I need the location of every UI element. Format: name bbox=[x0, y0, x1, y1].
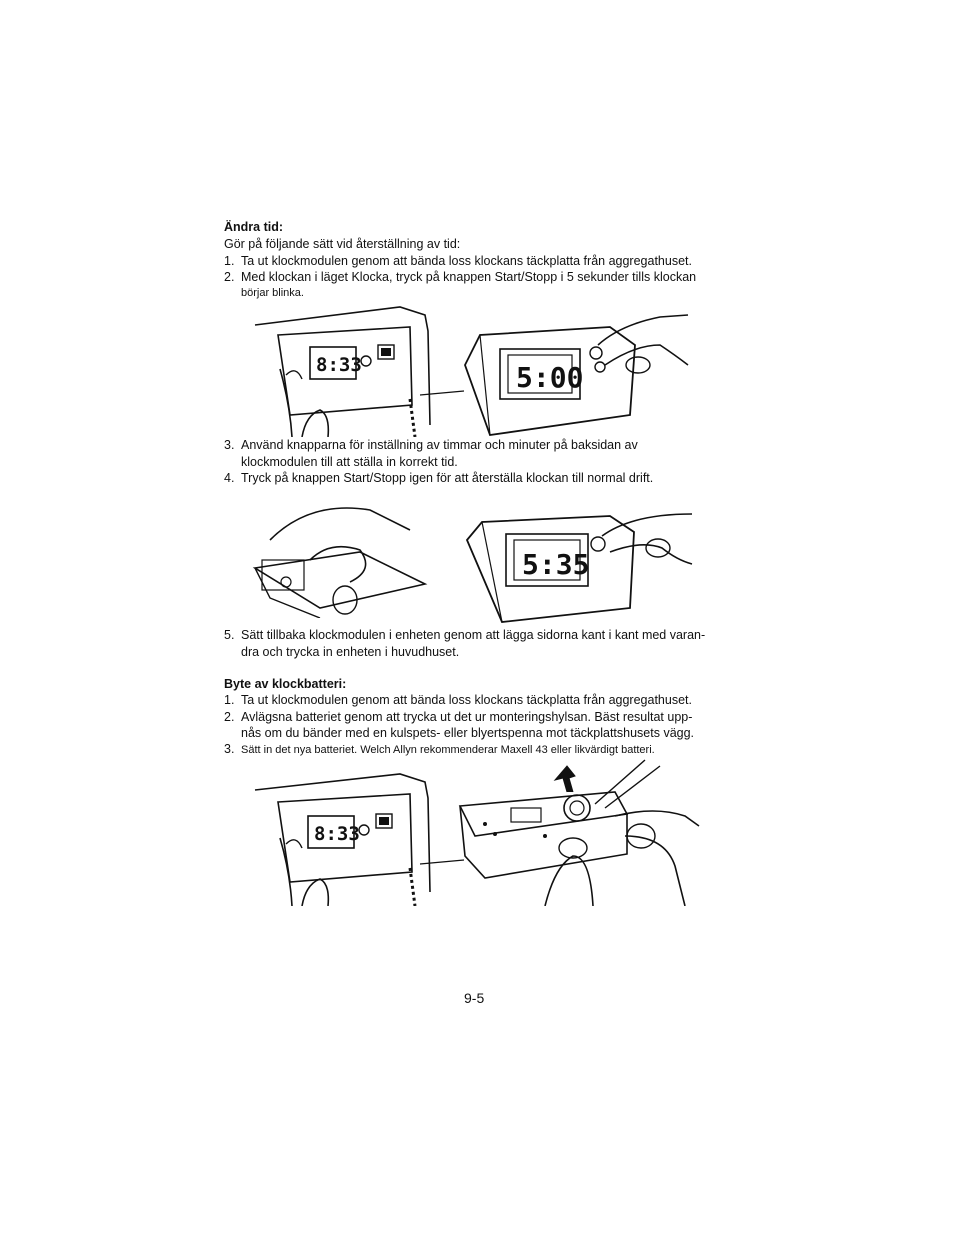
list-text: Tryck på knappen Start/Stopp igen för at… bbox=[241, 471, 654, 485]
list-text: Med klockan i läget Klocka, tryck på kna… bbox=[241, 270, 697, 284]
list-text: Avlägsna batteriet genom att trycka ut d… bbox=[241, 710, 693, 724]
section-intro: Gör på följande sätt vid återställning a… bbox=[224, 237, 461, 251]
figure-clock-module-in-unit: 8:33 bbox=[254, 306, 465, 437]
figure-battery-removal bbox=[458, 759, 700, 906]
list-text: Ta ut klockmodulen genom att bända loss … bbox=[241, 254, 692, 268]
section-heading-battery: Byte av klockbatteri: bbox=[224, 677, 347, 691]
list-text: Sätt tillbaka klockmodulen i enheten gen… bbox=[241, 628, 706, 642]
list-text: börjar blinka. bbox=[241, 287, 304, 299]
page-number: 9-5 bbox=[464, 990, 485, 1006]
list-number: 1. bbox=[224, 693, 235, 707]
list-number: 1. bbox=[224, 254, 235, 268]
clock-display-text: 8:33 bbox=[314, 823, 360, 845]
figure-clock-module-in-unit-2: 8:33 bbox=[254, 773, 465, 906]
figure-clock-running: 5:35 bbox=[465, 513, 693, 623]
list-number: 3. bbox=[224, 438, 235, 452]
clock-display-text: 8:33 bbox=[316, 354, 362, 376]
list-text: dra och trycka in enheten i huvudhuset. bbox=[241, 645, 460, 659]
clock-display-text: 5:35 bbox=[522, 548, 589, 581]
list-number: 5. bbox=[224, 628, 235, 642]
list-number: 4. bbox=[224, 471, 235, 485]
list-number: 2. bbox=[224, 710, 235, 724]
list-text: nås om du bänder med en kulspets- eller … bbox=[241, 726, 695, 740]
list-text: Sätt in det nya batteriet. Welch Allyn r… bbox=[241, 744, 655, 756]
clock-display-text: 5:00 bbox=[516, 361, 583, 394]
figure-clock-blinking: 5:00 bbox=[464, 314, 689, 436]
list-text: klockmodulen till att ställa in korrekt … bbox=[241, 455, 458, 469]
list-text: Ta ut klockmodulen genom att bända loss … bbox=[241, 693, 692, 707]
section-heading-change-time: Ändra tid: bbox=[224, 220, 284, 234]
figure-setting-buttons bbox=[252, 507, 428, 618]
list-number: 2. bbox=[224, 270, 235, 284]
list-text: Använd knapparna för inställning av timm… bbox=[241, 438, 638, 452]
list-number: 3. bbox=[224, 742, 235, 756]
